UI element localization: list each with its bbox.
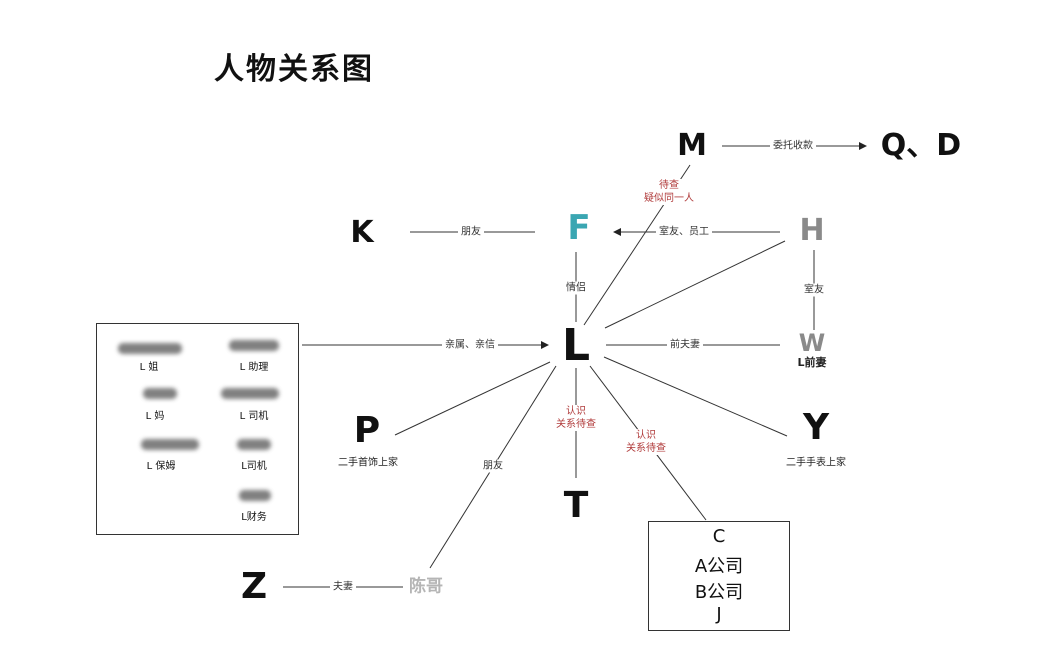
node-h: H (799, 213, 825, 248)
edge-label-box-l: 亲属、亲信 (442, 338, 498, 352)
edge-label-k-f: 朋友 (458, 225, 484, 239)
edge-label-l-c: 认识 关系待查 (623, 429, 669, 455)
node-z: Z (240, 566, 268, 607)
blurred-name (221, 388, 279, 399)
node-y-desc: 二手手表上家 (786, 457, 846, 469)
edge-h-l (604, 240, 786, 329)
c-box-line: J (716, 604, 722, 625)
edge-label-w-l: 前夫妻 (667, 338, 703, 352)
edge-label-l-chenge: 朋友 (480, 459, 506, 473)
relative-label: L 助理 (239, 362, 269, 373)
edge-label-m-l-line1: 待查 (659, 180, 679, 191)
relative-label: L 司机 (239, 411, 269, 422)
edge-l-p (394, 361, 551, 436)
c-box-line: C (712, 526, 726, 547)
blurred-name (237, 439, 271, 450)
node-m: M (677, 128, 707, 163)
edge-label-l-c-line2: 关系待查 (626, 443, 666, 454)
node-q-d: Q、D (880, 128, 962, 163)
blurred-name (141, 439, 199, 450)
node-w-desc: L前妻 (797, 356, 827, 369)
edge-label-l-t-line1: 认识 (566, 406, 586, 417)
relative-label: L财务 (241, 512, 267, 523)
relative-label: L 姐 (139, 362, 159, 373)
blurred-name (143, 388, 177, 399)
edge-label-l-t-line2: 关系待查 (556, 419, 596, 430)
node-l: L (561, 320, 591, 371)
relatives-box: L 姐 L 助理 L 妈 L 司机 L 保姆 L司机 L财务 (96, 323, 299, 535)
relative-label: L司机 (241, 461, 267, 472)
diagram-title: 人物关系图 (214, 52, 374, 87)
edge-label-h-f: 室友、员工 (656, 225, 712, 239)
edge-label-f-l: 情侣 (563, 281, 589, 295)
edge-label-l-c-line1: 认识 (636, 430, 656, 441)
edge-label-l-t: 认识 关系待查 (553, 405, 599, 431)
node-p: P (353, 410, 381, 451)
edge-l-y (603, 356, 788, 437)
node-y: Y (802, 407, 830, 448)
relative-label: L 保姆 (146, 461, 176, 472)
edge-label-z-chenge: 夫妻 (330, 580, 356, 594)
node-chenge: 陈哥 (409, 576, 443, 597)
blurred-name (118, 343, 182, 354)
node-t: T (563, 485, 589, 526)
edge-label-m-qd: 委托收款 (770, 139, 816, 153)
node-f: F (567, 208, 591, 248)
blurred-name (229, 340, 279, 351)
node-p-desc: 二手首饰上家 (338, 457, 398, 469)
node-k: K (350, 215, 374, 250)
node-w: W (798, 329, 826, 357)
blurred-name (239, 490, 271, 501)
relative-label: L 妈 (145, 411, 165, 422)
c-box-line: A公司 (694, 556, 744, 577)
edge-label-m-l-line2: 疑似同一人 (644, 193, 694, 204)
edge-label-m-l: 待查 疑似同一人 (641, 179, 697, 205)
c-box: C A公司 B公司 J (648, 521, 790, 631)
edge-label-h-w: 室友 (801, 283, 827, 297)
c-box-line: B公司 (694, 582, 744, 603)
